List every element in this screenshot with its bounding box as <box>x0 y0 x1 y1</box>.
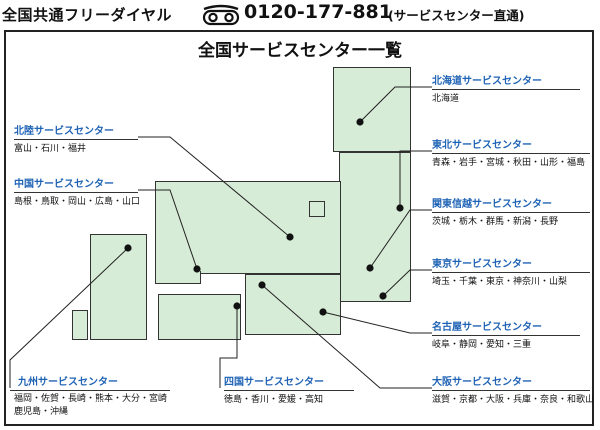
divider <box>432 212 590 213</box>
divider <box>432 390 590 391</box>
center-kyushu[interactable]: 九州サービスセンター 福岡・佐賀・長崎・熊本・大分・宮崎 鹿児島・沖縄 <box>10 373 194 419</box>
divider <box>224 390 354 391</box>
divider <box>14 139 138 140</box>
region-sado-island <box>309 201 325 217</box>
divider <box>432 153 590 154</box>
center-hokuriku[interactable]: 北陸サービスセンター 富山・石川・福井 <box>14 122 138 156</box>
hotline-note: (サービスセンター直通) <box>388 8 525 23</box>
center-name: 大阪サービスセンター <box>432 377 532 388</box>
center-name: 北陸サービスセンター <box>14 126 114 137</box>
region-kyushu <box>90 234 147 340</box>
center-prefectures: 富山・石川・福井 <box>14 144 87 154</box>
center-name: 中国サービスセンター <box>14 179 114 190</box>
center-kanto-shinetsu[interactable]: 関東信越サービスセンター 茨城・栃木・群馬・新潟・長野 <box>432 195 590 229</box>
center-name: 東北サービスセンター <box>432 140 532 151</box>
center-name: 北海道サービスセンター <box>432 76 542 87</box>
divider <box>432 335 580 336</box>
center-name: 東京サービスセンター <box>432 259 532 270</box>
center-prefectures: 北海道 <box>432 94 460 104</box>
hotline-label: 全国共通フリーダイヤル <box>2 6 173 24</box>
center-prefectures: 鹿児島・沖縄 <box>14 407 69 417</box>
divider <box>14 192 138 193</box>
center-chugoku[interactable]: 中国サービスセンター 島根・鳥取・岡山・広島・山口 <box>14 175 154 209</box>
center-name: 関東信越サービスセンター <box>432 199 552 210</box>
hotline-header: 全国共通フリーダイヤル 0120-177-881 (サービスセンター直通) <box>0 0 600 30</box>
region-tsushima <box>72 310 88 340</box>
center-tohoku[interactable]: 東北サービスセンター 青森・岩手・宮城・秋田・山形・福島 <box>432 136 590 170</box>
hotline-number[interactable]: 0120-177-881 <box>244 1 392 23</box>
center-nagoya[interactable]: 名古屋サービスセンター 岐阜・静岡・愛知・三重 <box>432 318 580 352</box>
center-name: 九州サービスセンター <box>18 377 118 388</box>
center-prefectures: 茨城・栃木・群馬・新潟・長野 <box>432 217 559 227</box>
center-hokkaido[interactable]: 北海道サービスセンター 北海道 <box>432 72 580 106</box>
center-prefectures: 島根・鳥取・岡山・広島・山口 <box>14 197 141 207</box>
center-prefectures: 滋賀・京都・大阪・兵庫・奈良・和歌山 <box>432 395 595 405</box>
freedial-icon <box>202 4 240 26</box>
center-osaka[interactable]: 大阪サービスセンター 滋賀・京都・大阪・兵庫・奈良・和歌山 <box>432 373 595 407</box>
page-title: 全国サービスセンター一覧 <box>198 41 402 61</box>
center-prefectures: 埼玉・千葉・東京・神奈川・山梨 <box>432 277 568 287</box>
center-prefectures: 岐阜・静岡・愛知・三重 <box>432 340 532 350</box>
divider <box>432 89 580 90</box>
region-shikoku <box>158 294 241 340</box>
region-hokkaido <box>333 67 411 152</box>
divider <box>432 272 590 273</box>
center-shikoku[interactable]: 四国サービスセンター 徳島・香川・愛媛・高知 <box>224 373 384 407</box>
center-tokyo[interactable]: 東京サービスセンター 埼玉・千葉・東京・神奈川・山梨 <box>432 255 590 289</box>
divider <box>10 390 170 391</box>
center-name: 名古屋サービスセンター <box>432 322 542 333</box>
center-prefectures: 青森・岩手・宮城・秋田・山形・福島 <box>432 158 586 168</box>
center-name: 四国サービスセンター <box>224 377 324 388</box>
center-prefectures: 福岡・佐賀・長崎・熊本・大分・宮崎 <box>14 394 168 404</box>
region-chugoku-strip <box>155 271 201 284</box>
center-prefectures: 徳島・香川・愛媛・高知 <box>224 395 324 405</box>
region-honshu-west <box>155 181 341 274</box>
